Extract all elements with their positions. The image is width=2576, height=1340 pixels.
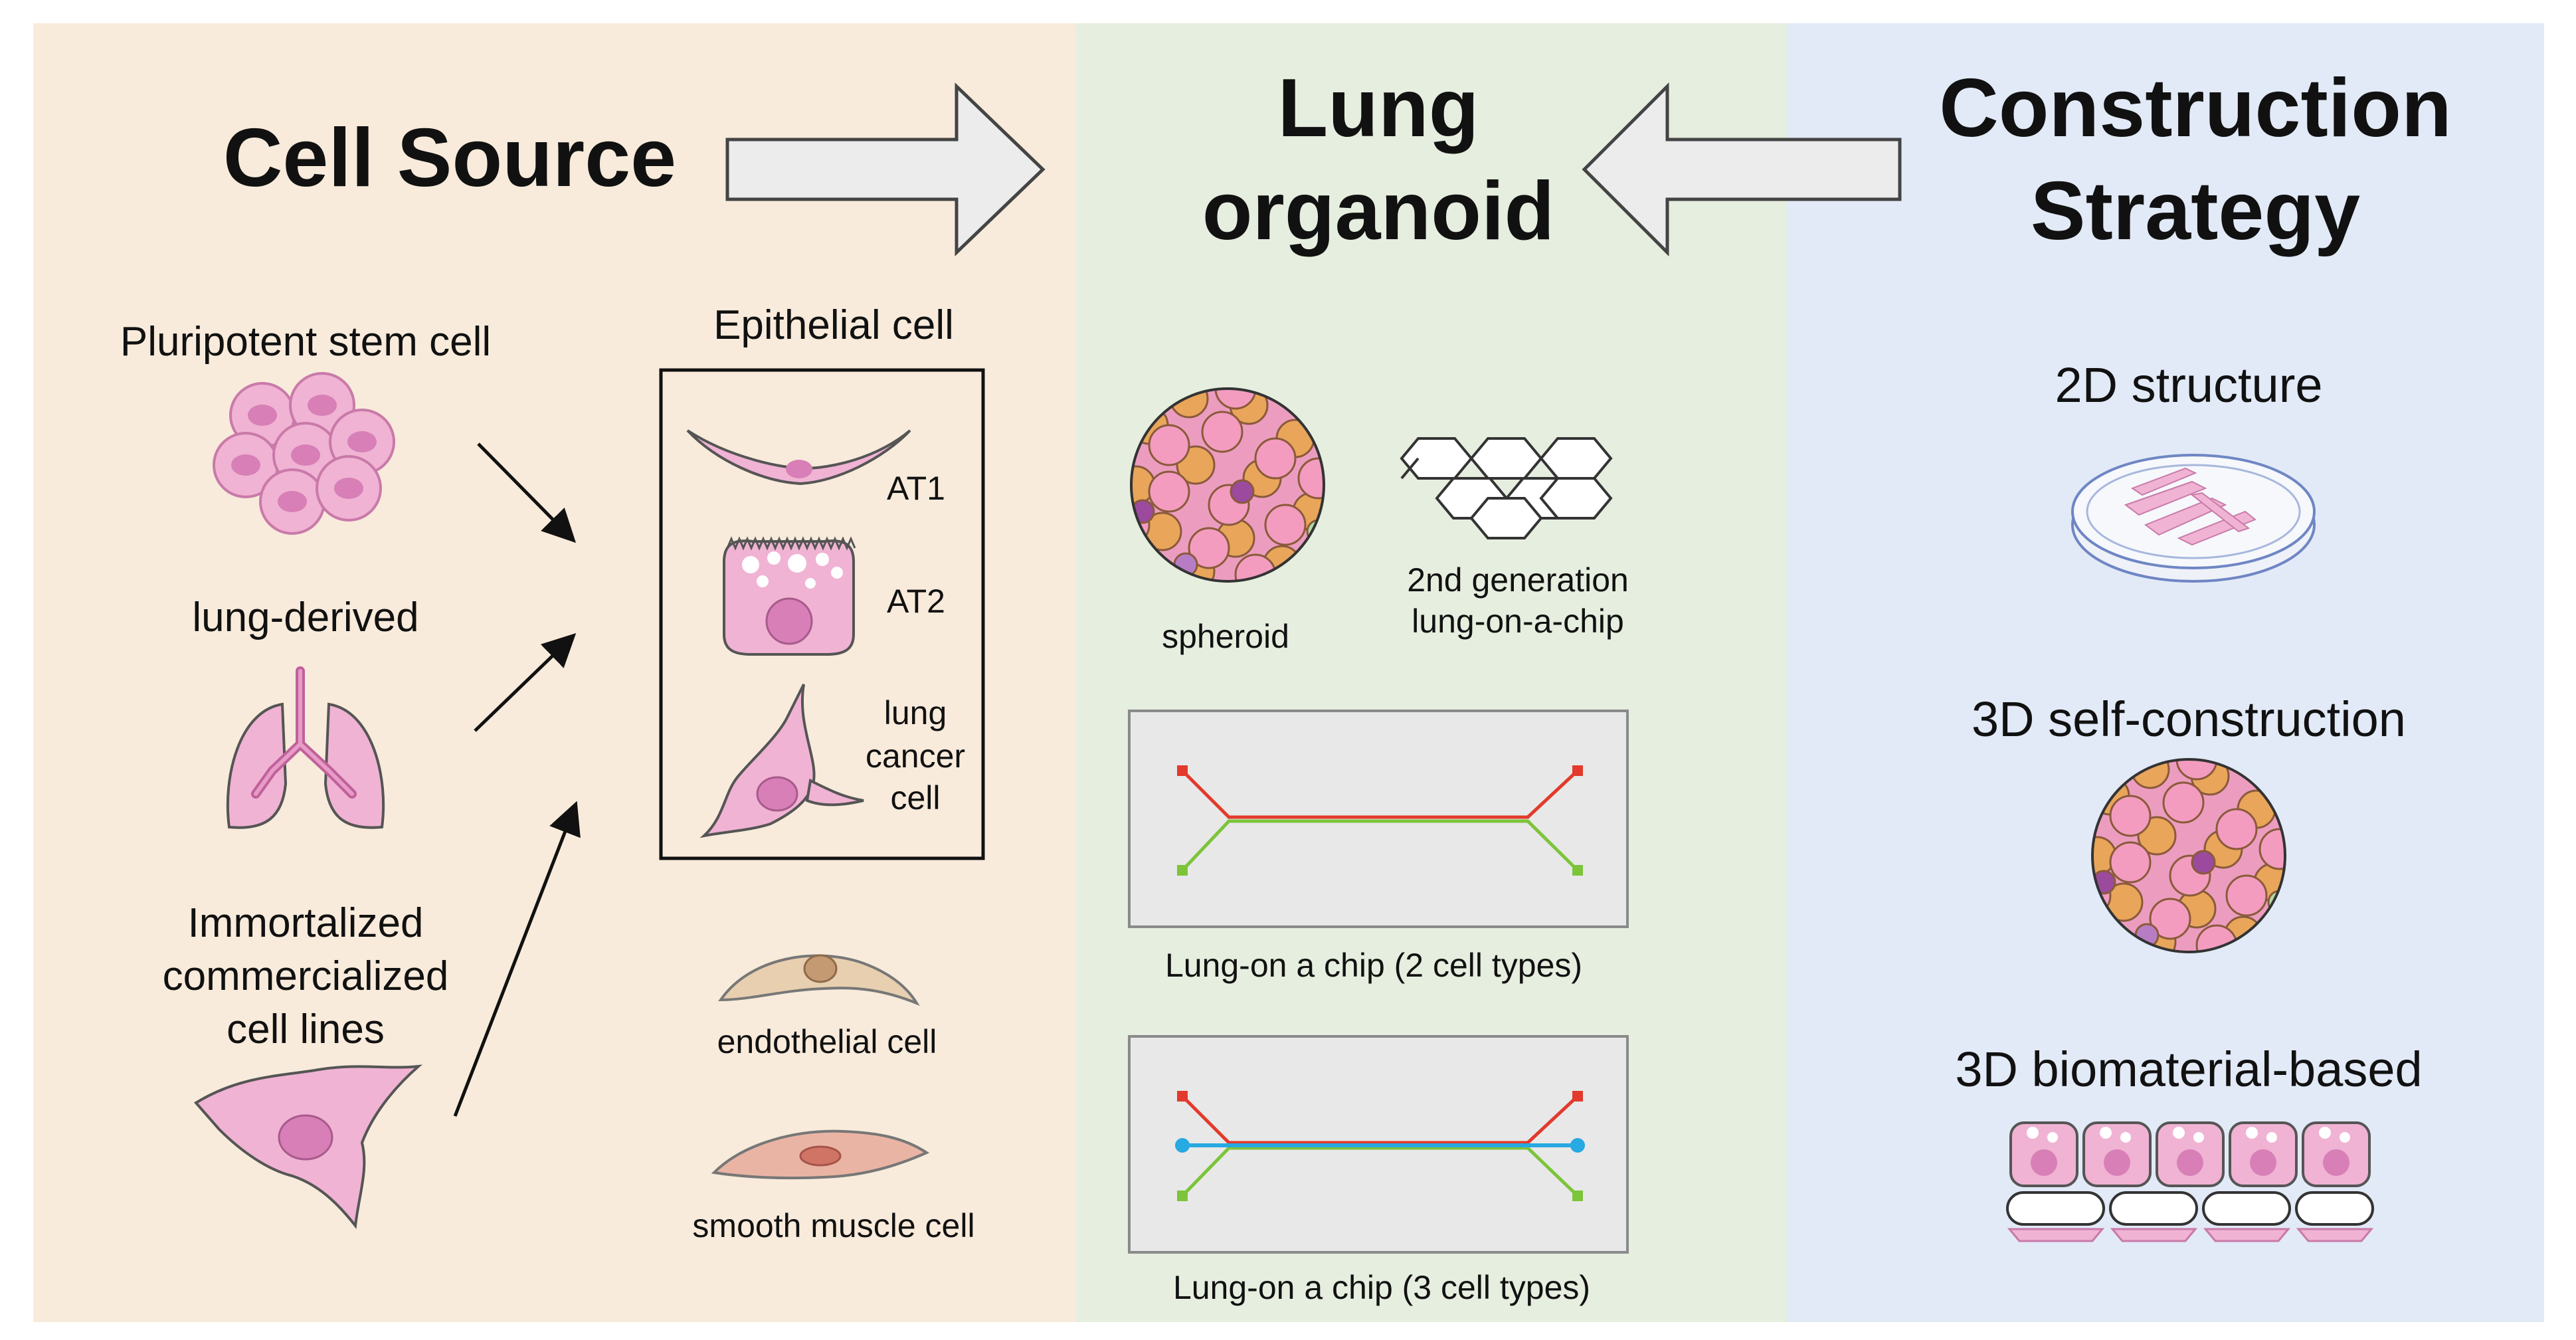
immortalized-label-3: cell lines xyxy=(227,1006,385,1052)
immortalized-label-2: commercialized xyxy=(163,953,449,999)
chip2-label: Lung-on a chip (2 cell types) xyxy=(1165,947,1582,984)
chip-3-cell-types-icon xyxy=(1128,1035,1629,1254)
biomaterial-layers-icon xyxy=(2006,1121,2374,1242)
pluripotent-stem-cell-cluster-icon xyxy=(213,372,395,535)
petri-dish-icon xyxy=(2071,454,2316,583)
lung-cancer-cell-icon xyxy=(699,684,864,838)
cell-source-title: Cell Source xyxy=(223,112,676,204)
lung-organoid-title-line2: organoid xyxy=(1202,165,1554,257)
spheroid-label: spheroid xyxy=(1162,618,1289,655)
lung-derived-label: lung-derived xyxy=(192,595,418,640)
lung-cancer-label-3: cell xyxy=(890,779,940,816)
hexagon-chip-icon xyxy=(1400,437,1613,539)
smooth-muscle-label: smooth muscle cell xyxy=(692,1207,974,1244)
immortalized-label-1: Immortalized xyxy=(188,900,424,946)
lung-cancer-label-1: lung xyxy=(884,694,947,731)
right-block-arrow-icon xyxy=(725,82,1046,256)
epithelial-title: Epithelial cell xyxy=(713,302,954,348)
arrow-lung-derived xyxy=(474,633,577,732)
lungs-icon xyxy=(226,666,385,829)
pluripotent-label: Pluripotent stem cell xyxy=(120,319,491,365)
construction-title-line1: Construction xyxy=(1939,62,2452,154)
arrow-pluripotent xyxy=(477,442,577,543)
panel-cell-source xyxy=(33,23,1076,1322)
s2d-label: 2D structure xyxy=(2055,357,2322,413)
endothelial-cell-icon xyxy=(718,954,920,1006)
lung-organoid-title-line1: Lung xyxy=(1278,62,1479,154)
smooth-muscle-cell-icon xyxy=(711,1129,930,1180)
s3d-bio-label: 3D biomaterial-based xyxy=(1955,1042,2422,1097)
at2-label: AT2 xyxy=(887,583,945,620)
spheroid-icon xyxy=(1130,387,1325,583)
endothelial-label: endothelial cell xyxy=(717,1023,937,1060)
lung-cancer-label-2: cancer xyxy=(866,737,965,775)
chip3-label: Lung-on a chip (3 cell types) xyxy=(1173,1269,1590,1306)
arrow-immortalized xyxy=(453,801,581,1117)
s3d-self-label: 3D self-construction xyxy=(1972,692,2406,747)
panel-construction-strategy xyxy=(1787,23,2544,1322)
at1-label: AT1 xyxy=(887,470,945,507)
at2-cell-icon xyxy=(723,536,856,656)
chip-2-cell-types-icon xyxy=(1128,710,1629,928)
second-gen-label-2: lung-on-a-chip xyxy=(1412,603,1624,640)
epithelial-box xyxy=(659,368,985,860)
left-block-arrow-icon xyxy=(1582,82,1902,257)
second-gen-label-1: 2nd generation xyxy=(1407,561,1629,599)
at1-cell-icon xyxy=(686,429,911,486)
construction-title-line2: Strategy xyxy=(2031,165,2360,257)
fibroblast-cell-icon xyxy=(193,1064,423,1230)
